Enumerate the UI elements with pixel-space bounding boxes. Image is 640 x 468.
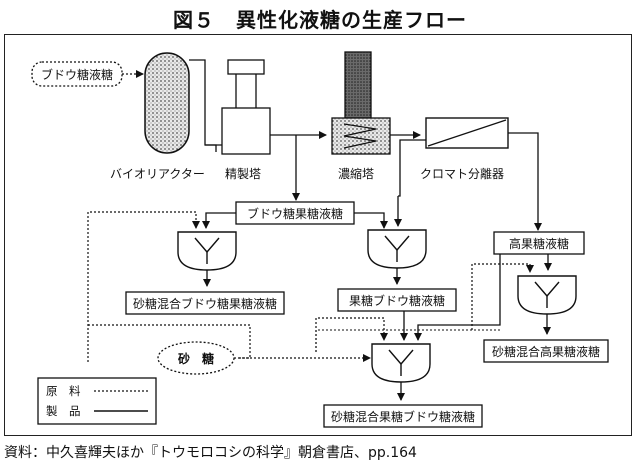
refining-tower	[221, 59, 271, 155]
mixer-2	[367, 229, 427, 269]
high-fructose-box: 高果糖液糖	[493, 231, 585, 255]
flow-hfcs-to-mixer2	[354, 212, 388, 229]
flow-chromato-to-high-fructose	[508, 132, 542, 231]
flow-reactor-to-refining	[189, 59, 217, 152]
hfcs-label: ブドウ糖果糖液糖	[247, 206, 343, 221]
fructose-glucose-label: 果糖ブドウ糖液糖	[349, 293, 445, 308]
hfcs-box: ブドウ糖果糖液糖	[235, 201, 355, 225]
legend: 原 料 製 品	[37, 377, 157, 425]
bioreactor-vessel	[144, 52, 190, 154]
bioreactor-label: バイオリアクター	[110, 167, 205, 181]
sugar-label: 砂 糖	[177, 351, 214, 366]
legend-product-label: 製 品	[46, 404, 81, 418]
mixer-1	[177, 231, 237, 271]
concentrator-unit	[331, 51, 391, 155]
source-citation: 資料：中久喜輝夫ほか『トウモロコシの科学』朝倉書店、pp.164	[4, 445, 417, 461]
sugar-mix-fg-label: 砂糖混合果糖ブドウ糖液糖	[331, 409, 475, 424]
flow-raw-to-mixer4	[471, 263, 534, 330]
chromato-separator-unit	[425, 117, 509, 149]
sugar-mix-high-fructose-label: 砂糖混合高果糖液糖	[492, 344, 600, 359]
sugar-mix-hfcs-box: 砂糖混合ブドウ糖果糖液糖	[125, 291, 285, 315]
mixer-4	[517, 275, 577, 315]
sugar-mix-fg-box: 砂糖混合果糖ブドウ糖液糖	[323, 404, 483, 428]
sugar-mix-high-fructose-box: 砂糖混合高果糖液糖	[483, 339, 609, 363]
high-fructose-label: 高果糖液糖	[509, 236, 569, 251]
fructose-glucose-box: 果糖ブドウ糖液糖	[337, 288, 457, 312]
glucose-syrup-node: ブドウ糖液糖	[31, 61, 123, 87]
mixer-3	[371, 343, 431, 383]
flow-hfcs-to-mixer1	[202, 212, 236, 229]
refining-tower-label: 精製塔	[225, 167, 261, 181]
chromato-separator-label: クロマト分離器	[420, 167, 504, 181]
flow-raw-sugar-to-mixer1	[87, 211, 200, 362]
concentrator-label: 濃縮塔	[338, 166, 374, 181]
figure-title: 図５ 異性化液糖の生産フロー	[173, 8, 467, 32]
sugar-mix-hfcs-label: 砂糖混合ブドウ糖果糖液糖	[133, 296, 277, 311]
legend-raw-label: 原 料	[46, 384, 81, 398]
glucose-syrup-label: ブドウ糖液糖	[41, 67, 113, 82]
sugar-node: 砂 糖	[157, 341, 235, 375]
flow-hf-to-mixer3	[414, 254, 501, 341]
